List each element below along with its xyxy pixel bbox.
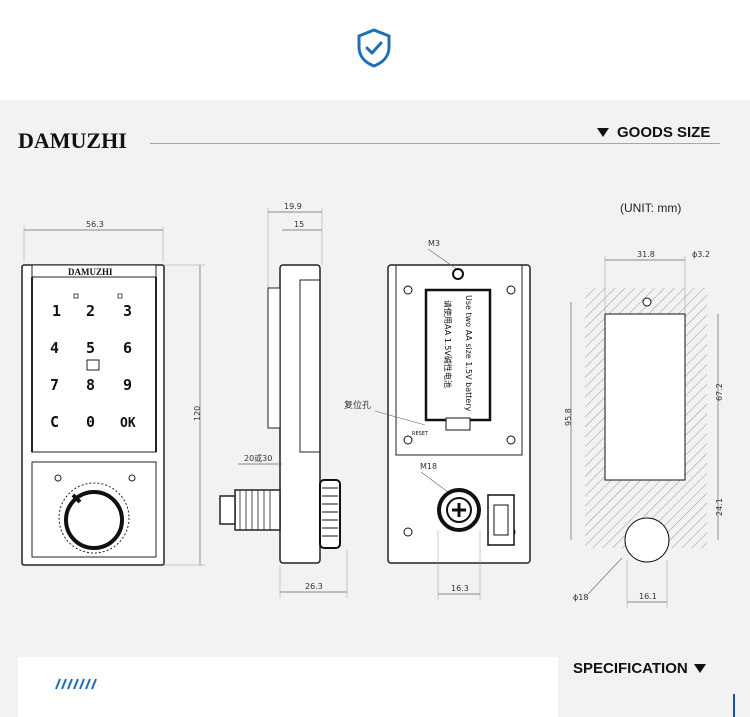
reset-label-cn: 复位孔: [344, 399, 371, 411]
dim-side-depth-total: 19.9: [284, 202, 302, 211]
technical-drawing: 56.3 DAMUZHI 1 2 3 4 5 6 7 8 9 C 0 OK: [21, 202, 724, 608]
key-1: 1: [52, 302, 61, 320]
dim-cut-height: 95.8: [564, 408, 573, 426]
side-view: 19.9 15 20或30 26.3: [219, 202, 348, 598]
dim-cut-hole: ϕ3.2: [692, 250, 710, 259]
brand-logo: DAMUZHI: [18, 128, 127, 153]
key-c: C: [50, 413, 59, 431]
lock-closed-icon: [73, 293, 79, 299]
knob: [64, 490, 124, 550]
dim-front-width: 56.3: [86, 220, 104, 229]
decorative-stripes: [55, 678, 97, 690]
section-divider: [150, 143, 720, 144]
dim-cut-flat: 16.1: [639, 592, 657, 601]
footer-card: [18, 657, 558, 717]
back-view: M3 请使用AA 1.5V碱性电池 Use two AA size 1.5V b…: [344, 239, 531, 600]
key-4: 4: [50, 339, 59, 357]
top-area: [0, 0, 750, 100]
lock-open-icon: [117, 293, 123, 299]
front-view: 56.3 DAMUZHI 1 2 3 4 5 6 7 8 9 C 0 OK: [21, 220, 205, 566]
fingerprint-icon: [86, 359, 100, 371]
dim-height: 120: [193, 406, 202, 421]
key-5: 5: [86, 339, 95, 357]
dim-side-bottom: 26.3: [305, 582, 323, 591]
triangle-down-icon: [597, 128, 609, 137]
specification-label: SPECIFICATION: [573, 660, 688, 677]
knob-arc: [58, 482, 130, 554]
accent-bar: [733, 694, 735, 717]
key-2: 2: [86, 302, 95, 320]
key-ok: OK: [120, 416, 136, 431]
battery-label-cn: 请使用AA 1.5V碱性电池: [443, 300, 453, 388]
dim-back-bottom: 16.3: [451, 584, 469, 593]
reset-label-en: RESET: [412, 431, 429, 437]
key-6: 6: [123, 339, 132, 357]
battery-label-en: Use two AA size 1.5V battery: [464, 295, 473, 412]
section-title: GOODS SIZE: [597, 124, 710, 141]
dim-cut-dia: ϕ18: [573, 593, 588, 602]
dim-cut-width: 31.8: [637, 250, 655, 259]
lock-closed-icon: [54, 474, 62, 482]
dim-cam-length: 20或30: [244, 453, 272, 463]
dim-cut-rect: 67.2: [715, 383, 724, 401]
cutout-view: 31.8 ϕ3.2 95.8 67.2 24.1 ϕ18 16.1: [564, 250, 724, 608]
key-9: 9: [123, 376, 132, 394]
key-8: 8: [86, 376, 95, 394]
dim-side-depth: 15: [294, 220, 304, 229]
specification-title: SPECIFICATION: [573, 660, 706, 677]
section-title-label: GOODS SIZE: [617, 124, 711, 141]
device-brand: DAMUZHI: [68, 267, 113, 277]
key-3: 3: [123, 302, 132, 320]
triangle-down-icon: [693, 664, 706, 673]
dim-back-cam: M18: [420, 462, 437, 471]
lock-open-icon: [128, 474, 136, 482]
key-0: 0: [86, 413, 95, 431]
unit-label: (UNIT: mm): [620, 201, 682, 215]
dim-cut-gap: 24.1: [715, 498, 724, 516]
dim-back-screw: M3: [428, 239, 440, 248]
key-7: 7: [50, 376, 59, 394]
shield-check-icon: [357, 28, 391, 68]
